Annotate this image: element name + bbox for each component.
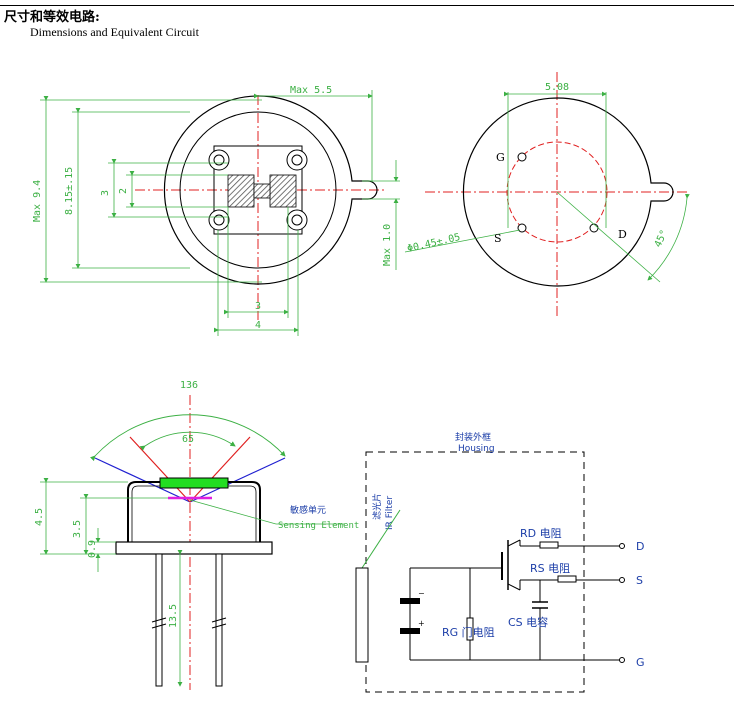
pin-d-hole (589, 223, 599, 233)
filter-label-cn: 滤光片 (371, 493, 383, 520)
rg-label: RG 门电阻 (442, 625, 495, 639)
pin-label-d: D (618, 228, 627, 241)
terminal-label-s: S (636, 574, 643, 587)
sensing-element-right (269, 174, 297, 208)
side-view: 136 65 4.5 3.5 0.9 (34, 380, 359, 690)
dim-height-element: 3.5 (72, 520, 83, 538)
pin-label-s: S (494, 232, 502, 245)
filter-label-en: IR Filter (385, 496, 395, 530)
cs-label: CS 电容 (508, 615, 548, 629)
dim-window: 8.15±.15 (64, 167, 75, 215)
dim-max-height: Max 9.4 (32, 180, 43, 222)
ir-filter-symbol (355, 567, 369, 663)
title-chinese: 尺寸和等效电路: (4, 10, 100, 25)
rs-resistor (557, 575, 577, 583)
dim-pin-diameter: Φ0.45±.05 (406, 232, 461, 255)
svg-text:−: − (418, 589, 425, 598)
housing-label-cn: 封装外框 (455, 431, 491, 443)
rd-resistor (539, 541, 559, 549)
dim-fov-narrow: 65 (182, 434, 194, 445)
title-english: Dimensions and Equivalent Circuit (30, 25, 199, 39)
terminal-g (619, 657, 625, 663)
pin-g-hole (517, 152, 527, 162)
sensing-element-left (227, 174, 255, 208)
header-rule (0, 5, 734, 6)
dim-2-left: 2 (118, 188, 129, 194)
dim-lead-length: 13.5 (168, 604, 179, 628)
dim-pitch: 5.08 (545, 82, 569, 93)
dim-3-bottom: 3 (255, 301, 261, 312)
dim-tab-height: Max 1.0 (382, 224, 393, 266)
terminal-s (619, 577, 625, 583)
pyro-element-bottom (400, 628, 420, 634)
dim-max-width: Max 5.5 (290, 85, 332, 96)
dim-height-total: 4.5 (34, 508, 45, 526)
sensing-label-cn: 敏感单元 (290, 504, 326, 516)
terminal-label-d: D (636, 540, 644, 553)
bottom-view: 5.08 Φ0.45±.05 45° G S D (404, 72, 690, 318)
dim-4-bottom: 4 (255, 320, 261, 331)
dim-angle: 45° (653, 228, 671, 249)
dim-height-flange: 0.9 (87, 540, 98, 558)
dim-3-left: 3 (100, 190, 111, 196)
pin-label-g: G (496, 151, 505, 164)
sensing-label-en: Sensing Element (278, 521, 359, 531)
corner-pads (208, 149, 308, 231)
housing-label-en: Housing (458, 444, 495, 454)
dim-fov-wide: 136 (180, 380, 198, 391)
rs-label: RS 电阻 (530, 562, 570, 575)
terminal-d (619, 543, 625, 549)
pin-s-hole (517, 223, 527, 233)
terminal-label-g: G (636, 656, 645, 669)
svg-text:+: + (418, 619, 425, 628)
ir-filter-window (159, 477, 229, 489)
rd-label: RD 电阻 (520, 527, 562, 540)
equivalent-circuit: 封装外框 Housing 滤光片 IR Filter (355, 431, 645, 693)
rg-resistor (466, 617, 474, 641)
top-view: Max 5.5 Max 9.4 8.15±.15 3 2 3 4 Max 1.0 (32, 85, 400, 336)
pyro-element-top (400, 598, 420, 604)
